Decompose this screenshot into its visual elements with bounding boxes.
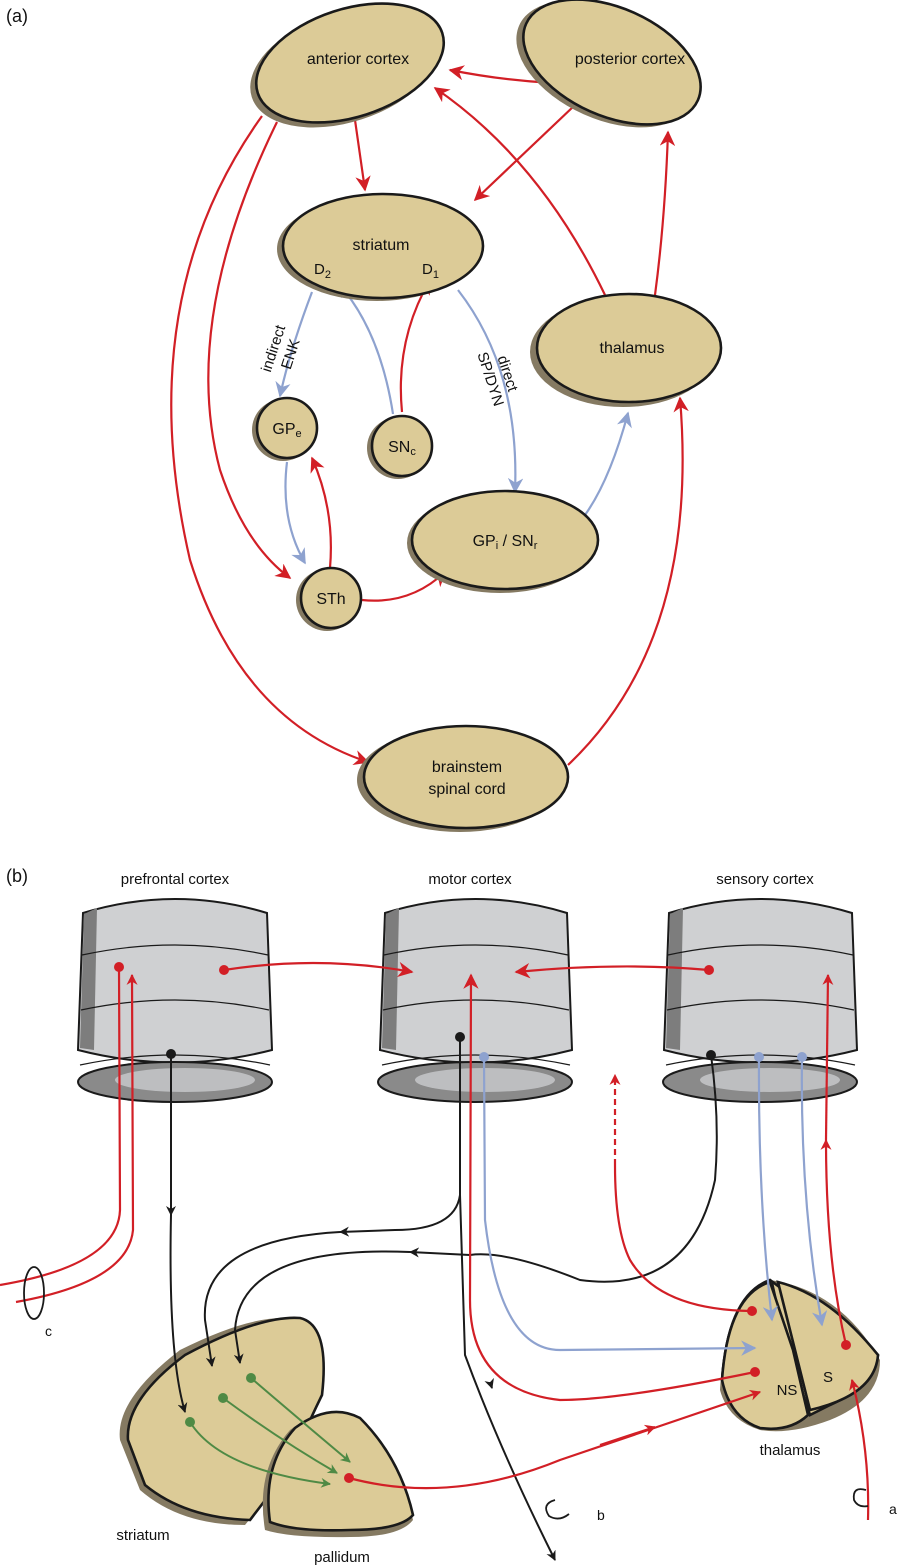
anterior-to-striatum-arrow [353,119,371,192]
loop-b-icon [545,1499,570,1520]
panel-b-label: (b) [6,866,28,886]
svg-text:GPe: GPe [272,421,301,440]
node-thalamus: thalamus [530,292,723,407]
svg-text:pallidum: pallidum [314,1549,370,1566]
thalamus-ns-label: NS [777,1382,798,1399]
thalamus-s-label: S [823,1369,833,1386]
sensory-to-motor-arrow [514,963,710,979]
indirect-pathway-arrow [275,291,314,398]
panel-b-connections: c b [0,961,897,1561]
svg-text:STh: STh [316,591,345,608]
snc-to-d1-arrow [399,278,431,413]
loop-c-label: c [45,1323,52,1339]
svg-text:striatum: striatum [353,237,410,254]
node-posterior-cortex: posterior cortex [516,0,702,128]
svg-text:sensory cortex: sensory cortex [716,871,814,888]
thalamus-structure: NS S thalamus [720,1278,880,1459]
svg-text:spinal cord: spinal cord [428,781,505,798]
d2-receptor-label: D2 [314,261,331,281]
panel-a-label: (a) [6,6,28,26]
brainstem-to-thalamus-arrow [567,396,689,766]
indirect-pathway-label: indirect ENK [258,322,304,374]
svg-text:striatum: striatum [116,1527,169,1544]
loop-a-label: a [889,1501,897,1517]
posterior-to-striatum-arrow [473,104,576,202]
direct-pathway-label: direct SP/DYN [473,350,521,408]
anterior-to-brainstem-arrow [170,115,370,765]
thalamus-to-anterior-arrow [433,87,606,296]
cortex-column-sensory: sensory cortex [662,871,859,1103]
svg-text:thalamus: thalamus [600,340,665,357]
pallidum-structure: pallidum [262,1410,415,1566]
thalamus-to-posterior-arrow [653,130,676,296]
svg-text:prefrontal cortex: prefrontal cortex [121,871,230,888]
loop-b-label: b [597,1507,605,1523]
anterior-to-sth-arrow [207,121,292,579]
svg-text:motor cortex: motor cortex [428,871,512,888]
gpi-to-thalamus-arrow [584,411,632,516]
node-gpe: GPe [252,396,319,461]
direct-pathway-arrow [457,289,524,494]
svg-text:posterior cortex: posterior cortex [575,51,685,68]
svg-text:anterior cortex: anterior cortex [307,51,409,68]
prefrontal-to-motor-arrow [223,961,414,978]
node-brainstem-spinal-cord: brainstem spinal cord [357,724,570,832]
loop-a-icon [852,1488,869,1508]
node-striatum: striatum D2 D1 [277,192,485,301]
svg-text:GPi / SNr: GPi / SNr [473,533,538,552]
node-gpi-snr: GPi / SNr [407,489,600,593]
svg-text:brainstem: brainstem [432,759,502,776]
node-snc: SNc [367,414,434,479]
panel-a-connections [170,65,689,766]
node-anterior-cortex: anterior cortex [250,2,446,128]
cortex-column-motor: motor cortex [377,871,574,1103]
svg-text:thalamus: thalamus [760,1442,821,1459]
loop-c-icon [23,1266,45,1320]
gpe-to-sth-arrow [284,461,306,565]
cortex-column-prefrontal: prefrontal cortex [76,871,274,1103]
d1-receptor-label: D1 [422,261,439,281]
node-sth: STh [296,566,363,631]
sth-to-gpe-arrow [310,456,332,569]
snc-to-d2-arrow [336,281,395,415]
svg-text:SNc: SNc [388,439,416,458]
